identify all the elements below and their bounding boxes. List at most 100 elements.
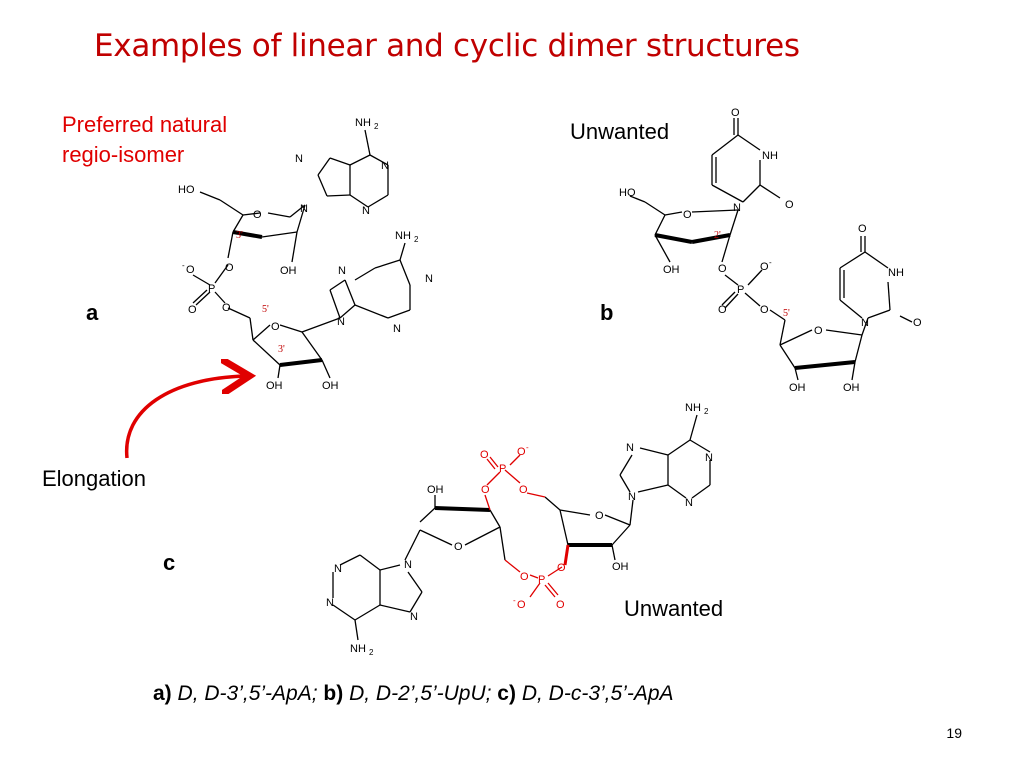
atom-label: NH [355,117,371,129]
atom-label: O [557,562,566,574]
atom-label: N [338,265,346,277]
atom-label: N [733,202,741,214]
caption-b-label: b) [323,682,344,705]
figure-caption: a) D, D-3’,5’-ApA; b) D, D-2’,5’-UpU; c)… [153,682,674,706]
atom-label: O [595,510,604,522]
atom-label: 2 [374,122,379,131]
atom-label: O [913,317,922,329]
panel-label-a: a [86,300,99,325]
atom-label: NH [762,150,778,162]
atom-label: N [425,273,433,285]
page-number: 19 [946,725,962,741]
preferred-label-line1: Preferred natural [62,112,228,137]
page-title: Examples of linear and cyclic dimer stru… [94,28,800,64]
atom-label: O [519,484,528,496]
atom-label: O [731,107,740,119]
atom-label: HO [619,187,636,199]
atom-label: O [454,541,463,553]
atom-label: N [404,559,412,571]
atom-label: N [326,597,334,609]
atom-label: O [858,223,867,235]
atom-label: 5' [262,304,269,315]
structure-c-red-labels: O P O O- O O P O O- O [480,443,566,611]
caption-a-label: a) [153,682,172,705]
atom-label: P [208,283,215,295]
atom-label: P [538,574,545,586]
structure-b-labels: O NH O N O HO OH O P O- O O O O NH O N O… [619,107,922,394]
atom-label: OH [280,265,297,277]
atom-label: N [628,491,636,503]
atom-label: N [626,442,634,454]
panel-label-b: b [600,300,614,325]
atom-label: N [705,452,713,464]
atom-label: OH [663,264,680,276]
atom-label: OH [266,380,283,392]
preferred-label-line2: regio-isomer [62,142,185,167]
atom-label: O [480,449,489,461]
atom-label: O [188,304,197,316]
atom-label: O [253,209,262,221]
atom-label: 5' [783,308,790,319]
atom-label: O [271,321,280,333]
atom-label: - [769,258,772,267]
atom-label: P [499,463,506,475]
caption-c-text: D, D-c-3’,5’-ApA [521,682,674,705]
structure-a [192,129,411,379]
atom-label: 2' [714,230,721,241]
structure-b [629,118,913,381]
atom-label: 3' [236,230,243,241]
atom-label: O [481,484,490,496]
atom-label: O [556,599,565,611]
atom-label: 2 [369,648,374,657]
atom-label: OH [612,561,629,573]
unwanted-label-b: Unwanted [570,119,670,144]
atom-label: N [334,563,342,575]
caption-c-label: c) [497,682,516,705]
atom-label: OH [789,382,806,394]
atom-label: O [760,304,769,316]
atom-label: OH [427,484,444,496]
atom-label: O [814,325,823,337]
atom-label: O [760,261,769,273]
atom-label: O [718,304,727,316]
atom-label: O [186,264,195,276]
atom-label: N [362,205,370,217]
atom-label: - [182,261,185,270]
elongation-arrow [124,376,246,459]
atom-label: O [520,571,529,583]
atom-label: O [683,209,692,221]
atom-label: N [295,153,303,165]
caption-b-text: D, D-2’,5’-UpU; [349,682,492,705]
caption-a-text: D, D-3’,5’-ApA; [177,682,318,705]
atom-label: N [410,611,418,623]
atom-label: - [526,443,529,452]
atom-label: N [381,160,389,172]
structure-c [332,414,711,641]
atom-label: NH [685,402,701,414]
atom-label: O [517,446,526,458]
atom-label: P [737,284,744,296]
atom-label: 2 [704,407,709,416]
structure-c-red-linkers [484,454,570,598]
atom-label: N [685,497,693,509]
atom-label: O [225,262,234,274]
panel-label-c: c [163,550,176,575]
unwanted-label-c: Unwanted [624,596,724,621]
atom-label: N [393,323,401,335]
atom-label: O [517,599,526,611]
atom-label: NH [350,643,366,655]
atom-label: OH [322,380,339,392]
atom-label: NH [888,267,904,279]
atom-label: - [513,596,516,605]
atom-label: O [718,263,727,275]
atom-label: N [300,203,308,215]
elongation-label: Elongation [42,466,146,491]
atom-label: 3' [278,344,285,355]
atom-label: N [337,316,345,328]
atom-label: O [222,302,231,314]
atom-label: N [861,317,869,329]
atom-label: NH [395,230,411,242]
